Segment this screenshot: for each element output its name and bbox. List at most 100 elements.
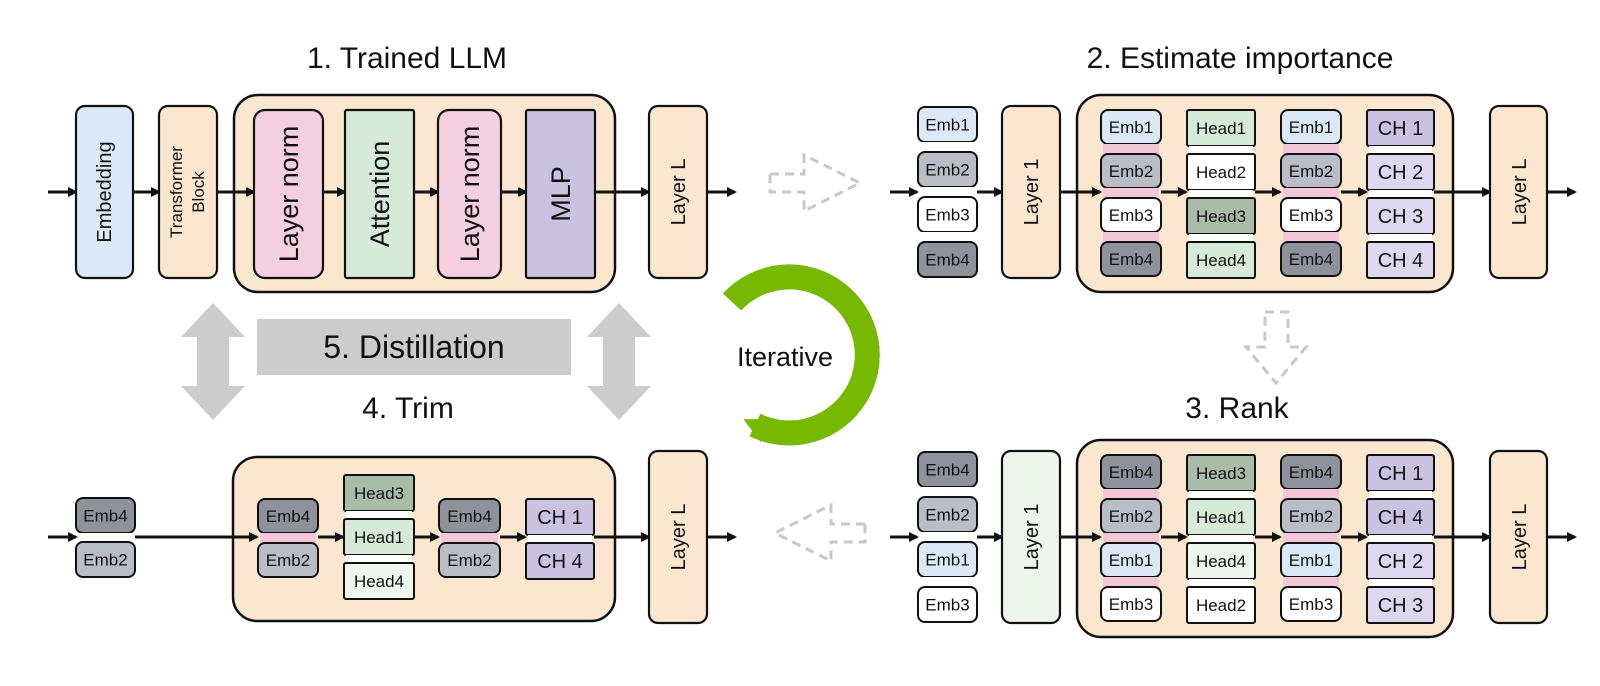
inner-embedding-label: Emb1	[1289, 551, 1333, 570]
transformer-block-label-line1: Transformer	[167, 146, 186, 238]
section-4-title: 4. Trim	[362, 392, 454, 425]
inner-embedding-cell	[1100, 586, 1162, 622]
inner-embedding-label: Emb4	[447, 507, 491, 526]
mlp-channel-label: CH 4	[537, 551, 583, 573]
attention-head-label: Head1	[1196, 119, 1246, 138]
mlp-label: MLP	[546, 166, 576, 222]
double-arrow-vertical-right-icon	[587, 303, 651, 420]
transformer-block-label-line2: Block	[189, 171, 208, 213]
cell-separator	[1103, 232, 1159, 242]
cell-separator	[920, 142, 975, 152]
inner-embedding-label: Emb4	[1109, 463, 1153, 482]
section-1-title: 1. Trained LLM	[307, 42, 507, 75]
attention-head-label: Head1	[1196, 508, 1246, 527]
cell-separator	[1369, 234, 1432, 242]
attention-head-label: Head3	[1196, 464, 1246, 483]
layer-norm-1-label: Layer norm	[274, 126, 304, 263]
cell-separator	[1369, 190, 1432, 198]
mlp-channel-cell	[1366, 586, 1435, 624]
inner-embedding-label: Emb2	[1109, 162, 1153, 181]
cell-separator	[1103, 489, 1159, 499]
mlp-block	[524, 108, 597, 280]
mlp-channel-label: CH 4	[1378, 507, 1424, 529]
distillation-label: 5. Distillation	[323, 329, 504, 365]
layer-l-label: Layer L	[1509, 504, 1531, 571]
inner-embedding-label: Emb4	[1289, 250, 1333, 269]
mlp-channel-label: CH 2	[1378, 162, 1424, 184]
cell-separator	[260, 533, 316, 543]
embedding-label: Emb2	[83, 550, 127, 569]
cell-separator	[1189, 234, 1253, 242]
layer-norm-2-label: Layer norm	[455, 126, 485, 263]
dashed-arrow-left-icon	[771, 502, 867, 564]
layer-l-label: Layer L	[1509, 159, 1531, 226]
attention-head-label: Head4	[354, 572, 404, 591]
inner-embedding-label: Emb3	[1289, 595, 1333, 614]
mlp-channels-column: CH 1CH 2CH 3CH 4	[1366, 109, 1435, 279]
mlp-channel-cell	[525, 542, 595, 580]
cell-separator	[1369, 535, 1432, 543]
inner-embedding-label: Emb4	[1289, 463, 1333, 482]
cell-separator	[920, 532, 975, 542]
attention-head-cell	[1186, 241, 1256, 279]
inner-embedding-label: Emb1	[1109, 118, 1153, 137]
mlp-channel-label: CH 3	[1378, 206, 1424, 228]
embedding-label: Emb3	[925, 205, 969, 224]
attention-head-label: Head2	[1196, 163, 1246, 182]
inner-embedding-cell	[1280, 241, 1342, 277]
layer-norm-2-block	[436, 108, 503, 280]
cell-separator	[1283, 188, 1339, 198]
distillation-bar	[257, 319, 571, 375]
inner-embedding-label: Emb3	[1109, 595, 1153, 614]
embedding-label: Emb2	[925, 505, 969, 524]
attention-head-label: Head4	[1196, 251, 1246, 270]
cell-separator	[1283, 533, 1339, 543]
inner-embedding-label: Emb4	[266, 507, 310, 526]
layer-1-label: Layer 1	[1021, 504, 1043, 571]
section-3-title: 3. Rank	[1185, 392, 1289, 425]
inner-embedding-label: Emb3	[1109, 206, 1153, 225]
inner-embedding-label: Emb1	[1289, 118, 1333, 137]
attention-head-label: Head3	[1196, 207, 1246, 226]
mlp-channels-column: CH 1CH 4	[525, 498, 595, 580]
iterative-cycle: Iterative	[722, 264, 880, 446]
section-2-title: 2. Estimate importance	[1087, 42, 1394, 75]
cell-separator	[1189, 491, 1253, 499]
inner-embedding-label: Emb2	[266, 551, 310, 570]
dashed-arrow-right-icon	[768, 152, 864, 214]
layer-norm-1-block	[252, 108, 325, 280]
mlp-channel-label: CH 4	[1378, 250, 1424, 272]
cell-separator	[1103, 188, 1159, 198]
embedding-label: Emb4	[925, 460, 969, 479]
attention-head-label: Head4	[1196, 552, 1246, 571]
distillation-indicator: 5. Distillation	[181, 303, 651, 420]
inner-embedding-label: Emb2	[1289, 162, 1333, 181]
inner-embedding-cell	[1280, 586, 1342, 622]
transformer-expanded-group	[231, 455, 617, 623]
embedding-label: Emb2	[925, 160, 969, 179]
cell-separator	[1283, 577, 1339, 587]
cell-separator	[1369, 491, 1432, 499]
inner-embedding-label: Emb2	[1289, 507, 1333, 526]
mlp-channel-label: CH 2	[1378, 551, 1424, 573]
cell-separator	[920, 232, 975, 242]
cell-separator	[441, 533, 498, 543]
cell-separator	[1189, 535, 1253, 543]
embedding-label: Emb4	[925, 250, 969, 269]
layer-l-label: Layer L	[668, 159, 690, 226]
mlp-channels-column: CH 1CH 4CH 2CH 3	[1366, 454, 1435, 624]
attention-head-cell	[343, 562, 415, 600]
attention-head-label: Head3	[354, 484, 404, 503]
attention-head-label: Head1	[354, 528, 404, 547]
inner-embedding-cell	[438, 542, 501, 578]
cell-separator	[1103, 144, 1159, 154]
